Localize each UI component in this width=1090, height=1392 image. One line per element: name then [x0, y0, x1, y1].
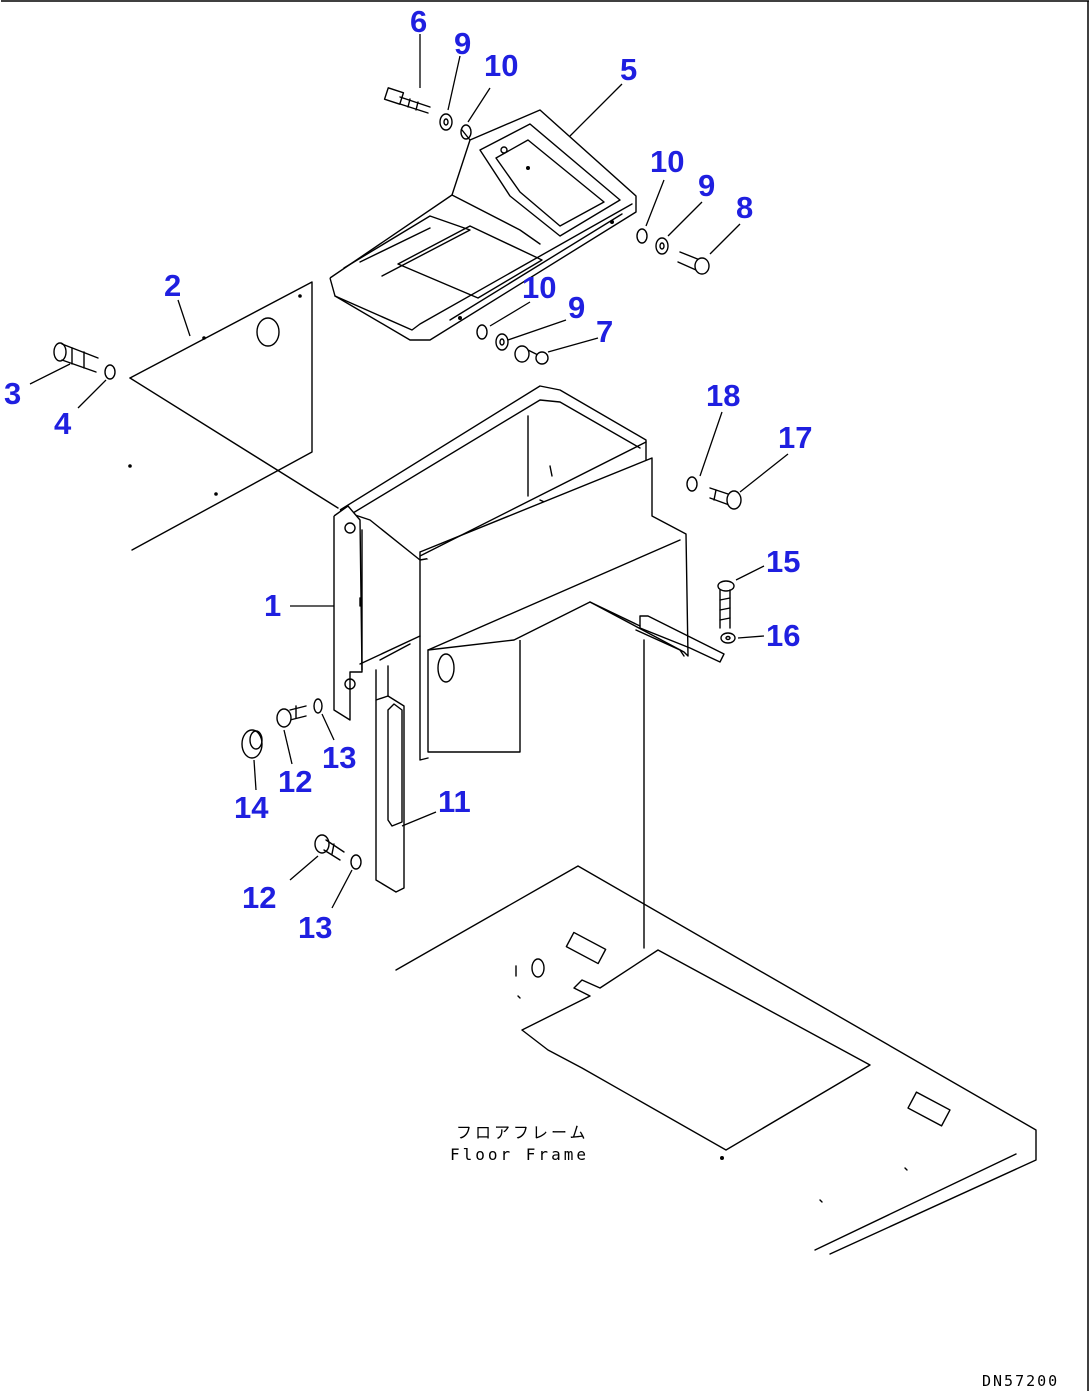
washer-13-lower-icon	[350, 854, 362, 870]
callout-18: 18	[706, 378, 740, 413]
washer-18-icon	[686, 476, 698, 492]
bolt-3-icon	[53, 342, 99, 373]
callout-10: 10	[650, 144, 684, 179]
cap-14-icon	[241, 729, 263, 759]
washer-9-top-icon	[439, 113, 453, 131]
washer-16-icon	[720, 632, 736, 644]
callout-14: 14	[234, 790, 269, 825]
bolt-17-icon	[709, 487, 742, 510]
spring-washer-10-top-icon	[460, 124, 472, 140]
callout-12: 12	[242, 880, 276, 915]
bolt-8-icon	[677, 251, 710, 275]
callout-12: 12	[278, 764, 312, 799]
bolt-12-lower-icon	[314, 834, 345, 861]
callout-11: 11	[438, 784, 471, 819]
callout-13: 13	[322, 740, 356, 775]
bolt-7-icon	[514, 345, 549, 365]
callout-17: 17	[778, 420, 812, 455]
callout-labels: 6 9 10 5 10 9 8 2 3 4 10 9 7 18 17 15 16…	[4, 4, 812, 945]
washer-9-right-icon	[655, 237, 669, 255]
callout-7: 7	[596, 314, 613, 349]
callout-10: 10	[522, 270, 556, 305]
washer-4-icon	[104, 364, 116, 380]
side-cover-panel	[128, 281, 339, 551]
callout-9: 9	[698, 168, 715, 203]
callout-15: 15	[766, 544, 800, 579]
spring-washer-10-right-icon	[636, 228, 648, 244]
bolt-15-icon	[717, 580, 735, 629]
callout-3: 3	[4, 376, 21, 411]
callout-4: 4	[54, 406, 72, 441]
floor-frame-label-en: Floor Frame	[450, 1145, 589, 1164]
callout-8: 8	[736, 190, 753, 225]
callout-9: 9	[568, 290, 585, 325]
top-console	[329, 109, 637, 341]
floor-frame	[395, 865, 1037, 1255]
callout-5: 5	[620, 52, 637, 87]
washer-13-upper-icon	[313, 698, 323, 714]
callout-16: 16	[766, 618, 800, 653]
spring-washer-10-lower-icon	[476, 324, 488, 340]
bolt-6-icon	[383, 87, 431, 114]
callout-10: 10	[484, 48, 518, 83]
callout-6: 6	[410, 4, 427, 39]
callout-9: 9	[454, 26, 471, 61]
drawing-code: DN57200	[982, 1372, 1059, 1390]
front-strip	[375, 665, 405, 893]
callout-2: 2	[164, 268, 181, 303]
callout-1: 1	[264, 588, 281, 623]
pedestal-body	[333, 385, 725, 761]
floor-frame-label-jp: フロアフレーム	[456, 1123, 589, 1142]
callout-13: 13	[298, 910, 332, 945]
washer-9-lower-icon	[495, 333, 509, 351]
bolt-12-upper-icon	[276, 705, 307, 728]
leader-lines	[29, 34, 789, 909]
